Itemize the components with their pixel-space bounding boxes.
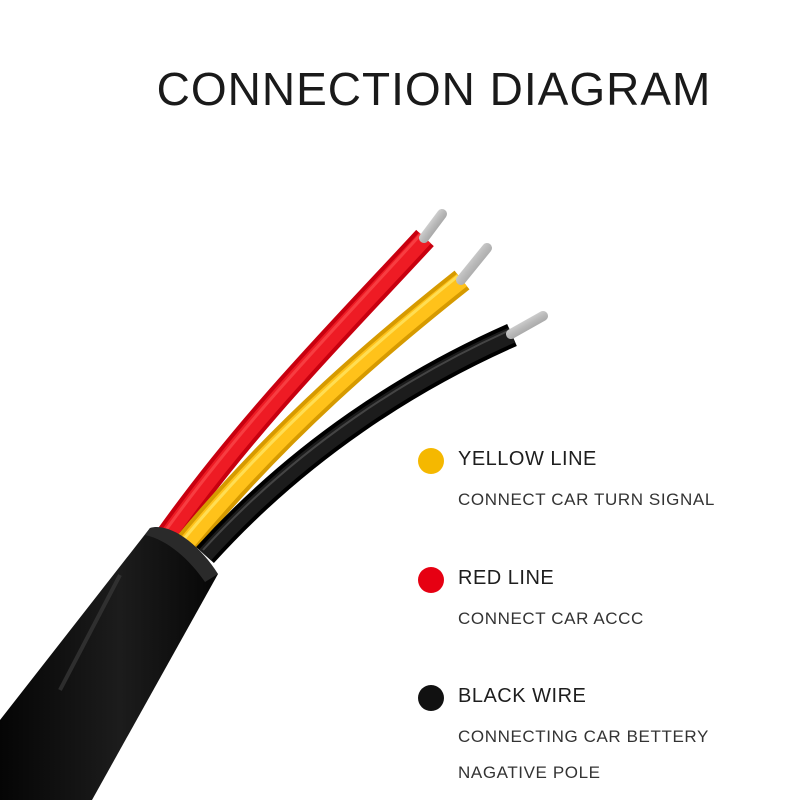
legend-heading: BLACK WIRE xyxy=(458,685,587,707)
yellow-wire-tip xyxy=(456,243,492,285)
yellow-dot-icon xyxy=(418,448,444,474)
cable-sheath xyxy=(0,527,218,800)
red-wire-tip xyxy=(419,209,447,243)
legend-description: CONNECT CAR TURN SIGNAL xyxy=(458,490,715,509)
legend-description: CONNECT CAR ACCC xyxy=(458,609,644,628)
legend-description: CONNECTING CAR BETTERY xyxy=(458,727,709,746)
black-wire-tip xyxy=(506,311,548,339)
yellow-wire xyxy=(175,243,492,553)
legend-heading: RED LINE xyxy=(458,567,555,589)
legend-description: NAGATIVE POLE xyxy=(458,763,601,782)
legend-heading: YELLOW LINE xyxy=(458,448,597,470)
black-dot-icon xyxy=(418,685,444,711)
page-title: CONNECTION DIAGRAM xyxy=(156,63,712,115)
title-area: CONNECTION DIAGRAM xyxy=(0,0,800,140)
red-dot-icon xyxy=(418,567,444,593)
black-wire xyxy=(196,311,548,564)
red-wire xyxy=(158,209,447,542)
